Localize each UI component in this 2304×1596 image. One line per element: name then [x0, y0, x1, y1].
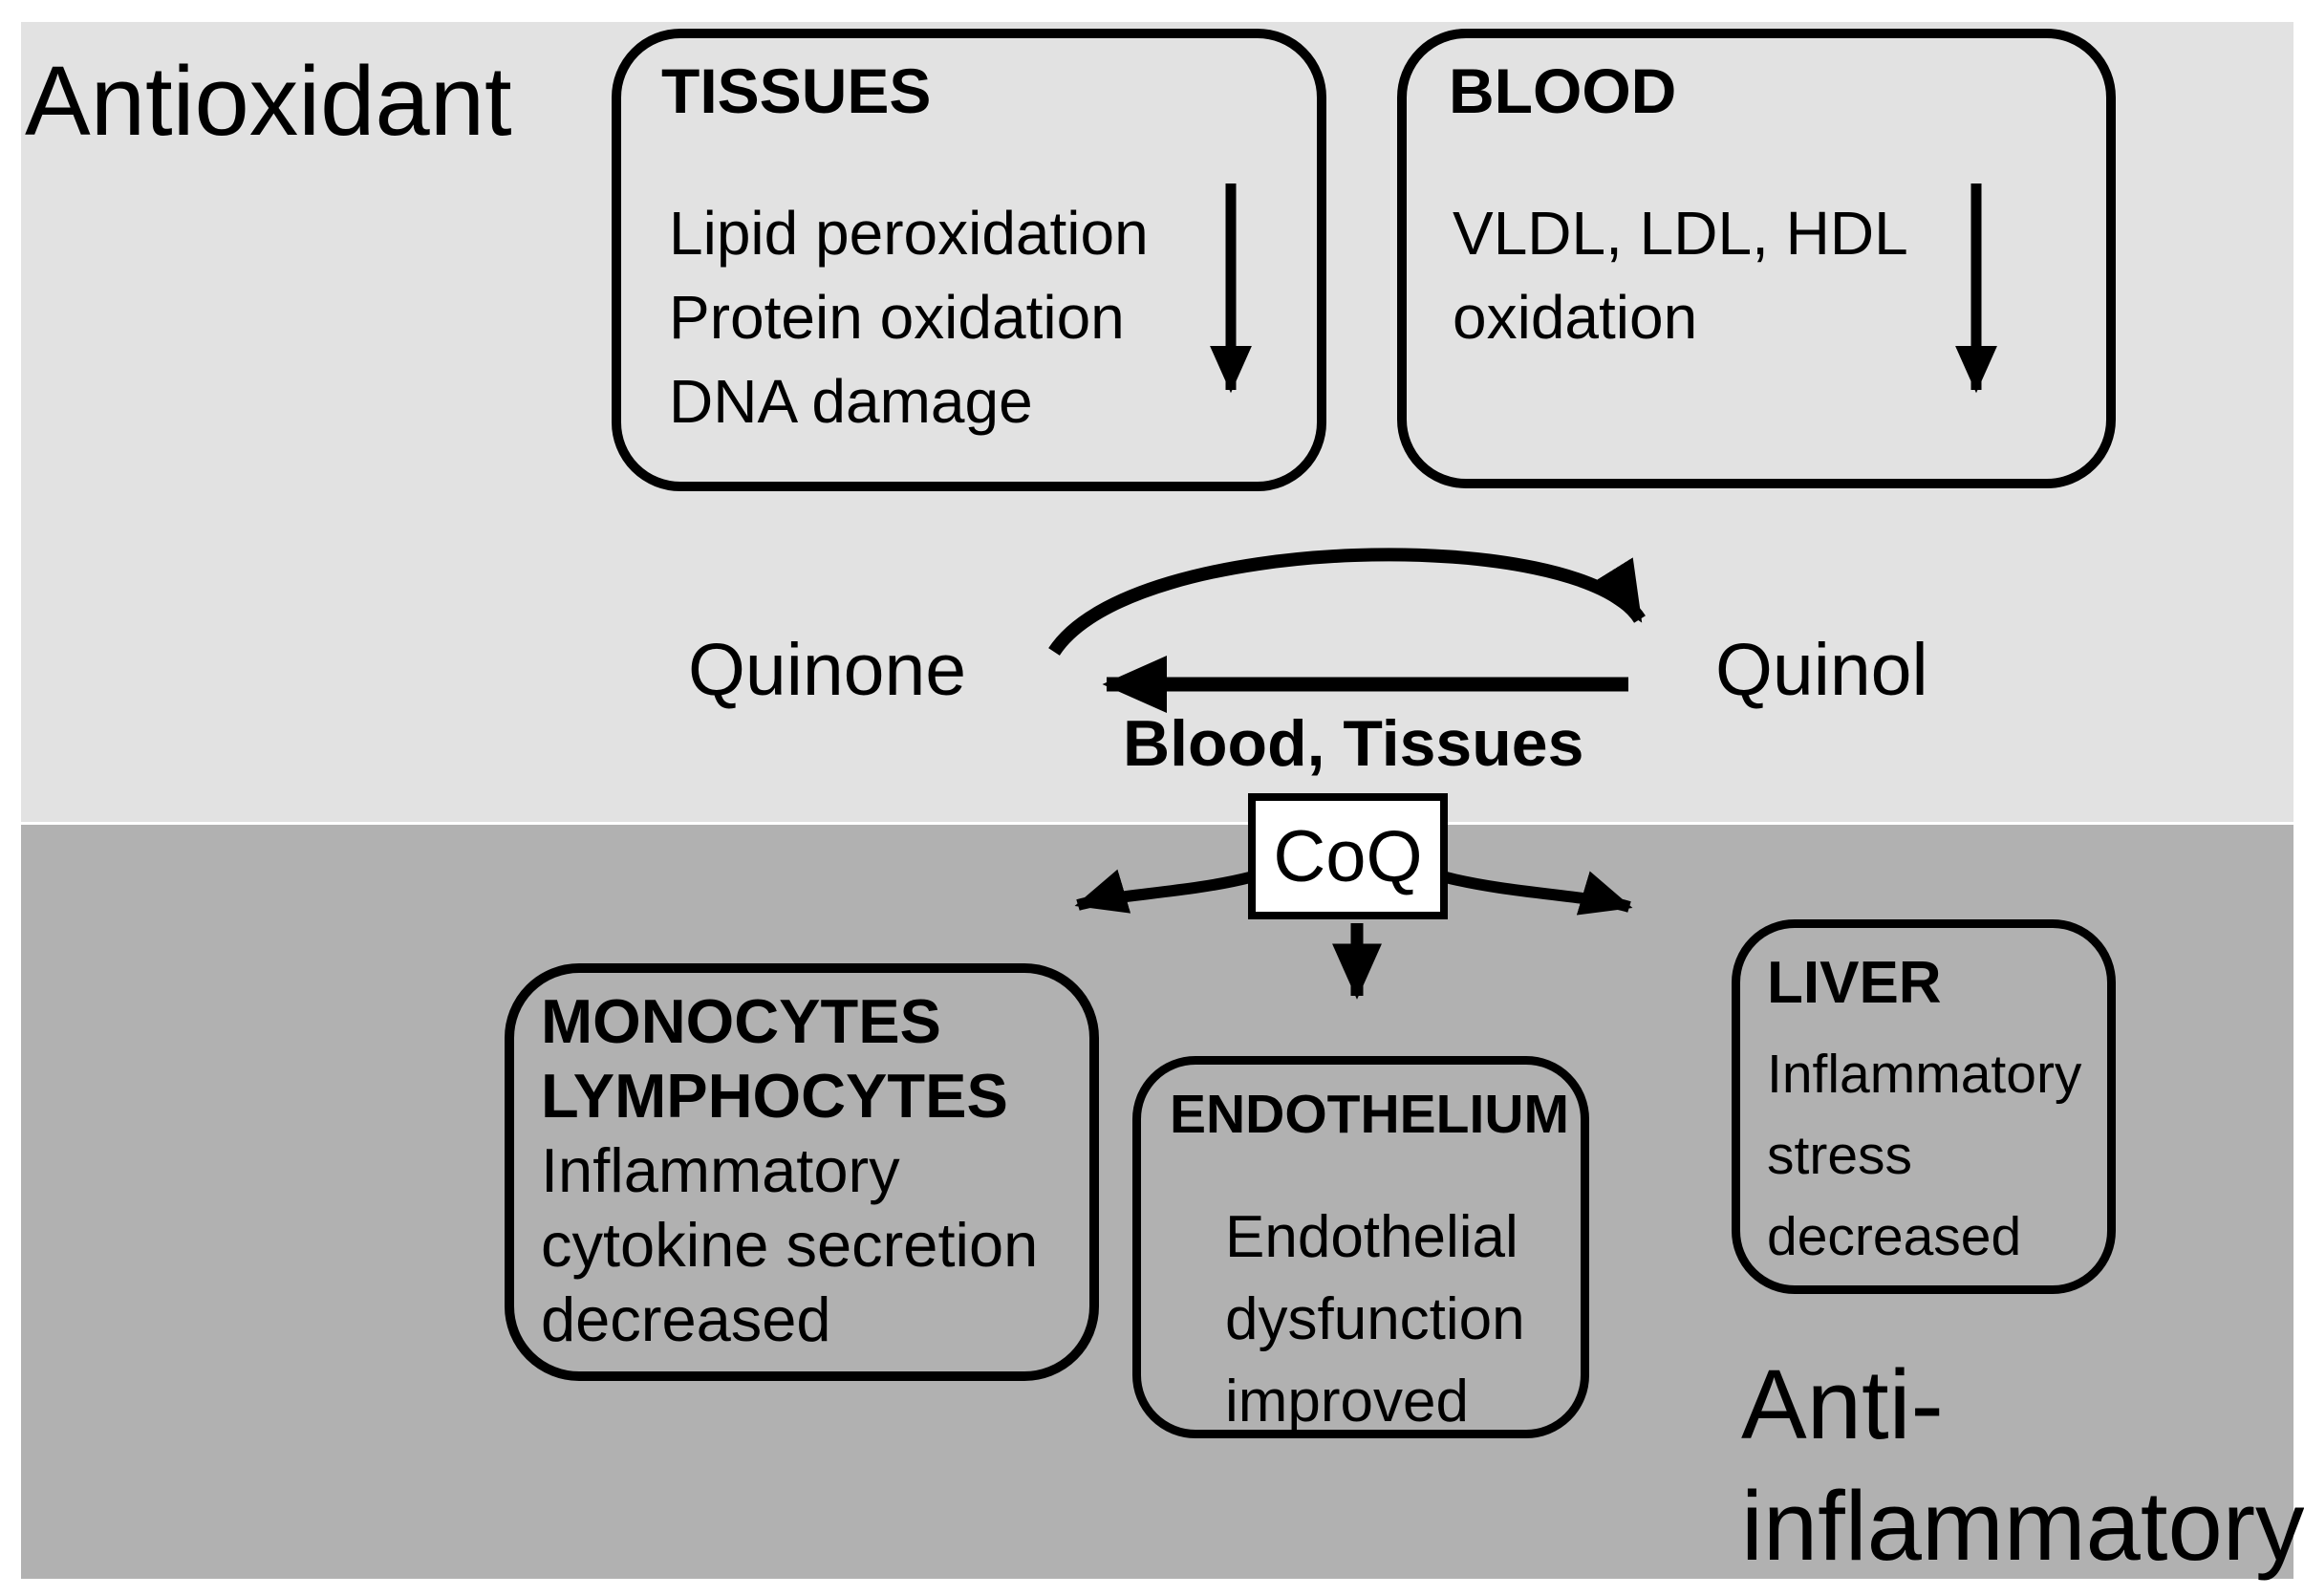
- endothelium-line: improved: [1225, 1369, 1469, 1434]
- monocytes-line: cytokine secretion: [541, 1210, 1039, 1280]
- anti-inflammatory-label-line1: Anti-: [1741, 1349, 1944, 1459]
- liver-box-body: Inflammatory stress decreased: [1767, 1034, 2081, 1278]
- endothelium-box-title: ENDOTHELIUM: [1170, 1084, 1569, 1145]
- blood-tissues-caption: Blood, Tissues: [1123, 707, 1584, 780]
- tissues-box: [612, 29, 1326, 491]
- monocytes-lymphocytes-box: [505, 963, 1099, 1381]
- liver-line: decreased: [1767, 1206, 2022, 1267]
- antioxidant-section-label: Antioxidant: [25, 46, 512, 156]
- endothelium-line: Endothelial: [1225, 1204, 1518, 1270]
- quinol-label: Quinol: [1715, 629, 1928, 711]
- liver-line: Inflammatory: [1767, 1044, 2082, 1105]
- tissues-line: DNA damage: [669, 367, 1033, 436]
- blood-box-title: BLOOD: [1449, 55, 1677, 126]
- monocytes-lymphocytes-body: MONOCYTES LYMPHOCYTES Inflammatory cytok…: [541, 984, 1038, 1357]
- anti-inflammatory-section-label: Anti- inflammatory: [1741, 1344, 2304, 1586]
- coq-label: CoQ: [1273, 815, 1423, 897]
- blood-line: VLDL, LDL, HDL: [1453, 199, 1908, 268]
- anti-inflammatory-section-background: [21, 825, 2293, 1579]
- endothelium-box-body: Endothelial dysfunction improved: [1225, 1197, 1525, 1443]
- liver-line: stress: [1767, 1125, 1913, 1186]
- blood-box-body: VLDL, LDL, HDL oxidation: [1453, 191, 1908, 359]
- monocytes-box-title-line1: MONOCYTES: [541, 986, 941, 1056]
- tissues-line: Protein oxidation: [669, 283, 1125, 352]
- tissues-box-title: TISSUES: [661, 55, 932, 126]
- liver-box-title: LIVER: [1767, 950, 1942, 1016]
- tissues-line: Lipid peroxidation: [669, 199, 1149, 268]
- blood-box: [1397, 29, 2116, 488]
- endothelium-line: dysfunction: [1225, 1286, 1525, 1352]
- blood-line: oxidation: [1453, 283, 1698, 352]
- monocytes-box-title-line2: LYMPHOCYTES: [541, 1061, 1008, 1131]
- liver-box: [1732, 919, 2116, 1294]
- quinone-label: Quinone: [688, 629, 967, 711]
- monocytes-line: Inflammatory: [541, 1135, 900, 1205]
- endothelium-box: [1132, 1056, 1589, 1438]
- monocytes-line: decreased: [541, 1284, 831, 1354]
- anti-inflammatory-label-line2: inflammatory: [1741, 1471, 2304, 1581]
- coq-box: CoQ: [1248, 793, 1448, 919]
- tissues-box-body: Lipid peroxidation Protein oxidation DNA…: [669, 191, 1149, 443]
